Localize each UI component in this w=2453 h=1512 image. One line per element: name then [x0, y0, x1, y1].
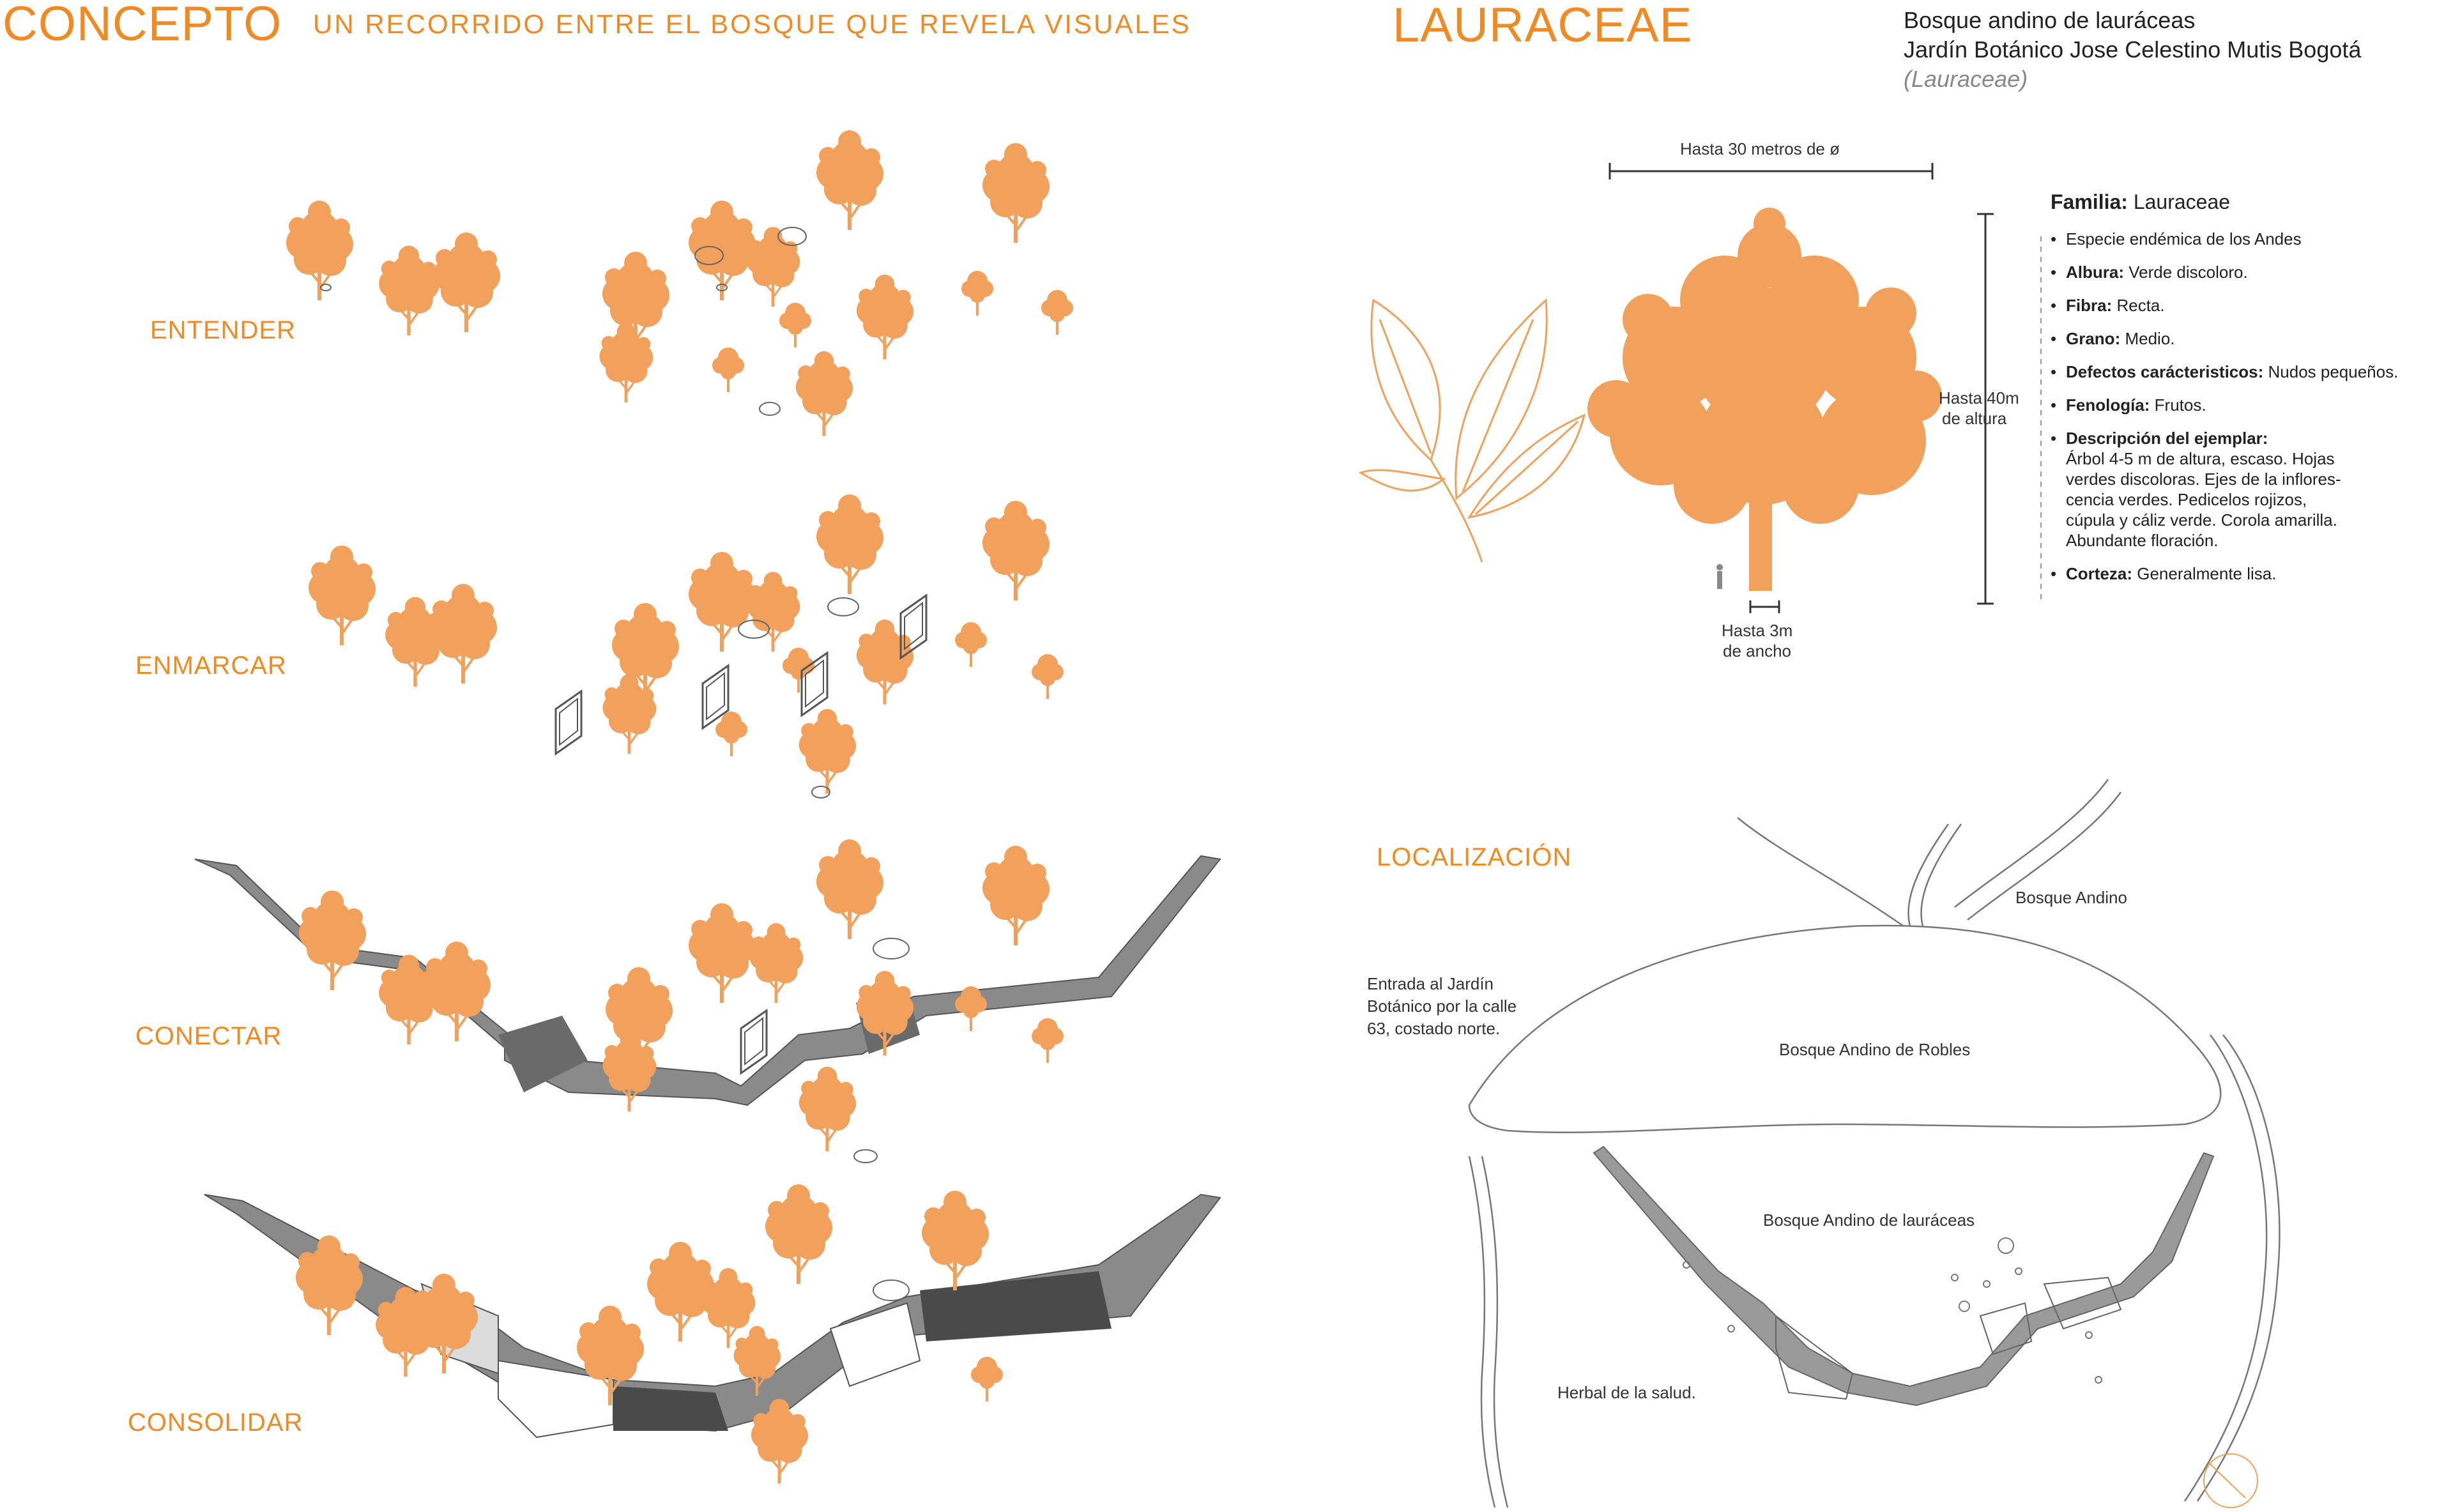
- map-label-robles: Bosque Andino de Robles: [1779, 1040, 1971, 1059]
- dimension-lines: [1609, 163, 2042, 613]
- person-scale-figure: [1716, 564, 1723, 589]
- concepto-title: CONCEPTO: [3, 0, 282, 51]
- map-path-structure: [1593, 1145, 2215, 1407]
- localizacion-title: LOCALIZACIÓN: [1377, 843, 1572, 871]
- map-label-entrada-2: Botánico por la calle: [1367, 997, 1517, 1016]
- stage-label-consolidar: CONSOLIDAR: [128, 1409, 303, 1437]
- info-grano: Grano: Medio.: [2051, 328, 2434, 349]
- dim-height-label-2: de altura: [1942, 409, 2007, 428]
- meta-line-3: (Lauraceae): [1904, 66, 2028, 92]
- map-label-entrada-3: 63, costado norte.: [1367, 1019, 1501, 1038]
- info-albura: Albura: Verde discoloro.: [2051, 262, 2434, 282]
- info-defectos: Defectos carácteristicos: Nudos pequeños…: [2051, 362, 2434, 382]
- species-info-list: Familia: Lauraceae Especie endémica de l…: [2051, 192, 2434, 597]
- info-fenologia: Fenología: Frutos.: [2051, 395, 2434, 415]
- map-label-bosque-andino: Bosque Andino: [2015, 888, 2127, 907]
- location-map: [1468, 779, 2281, 1508]
- stage-label-enmarcar: ENMARCAR: [135, 652, 287, 680]
- dim-trunk-label-2: de ancho: [1723, 641, 1791, 661]
- dim-trunk-label-1: Hasta 3m: [1722, 621, 1793, 640]
- north-compass: [2203, 1453, 2258, 1508]
- dim-width-label: Hasta 30 metros de ø: [1680, 139, 1840, 158]
- stage-conectar-diagram: [194, 838, 1221, 1163]
- map-label-entrada-1: Entrada al Jardín: [1367, 974, 1494, 993]
- info-corteza: Corteza: Generalmente lisa.: [2051, 563, 2434, 584]
- map-label-herbal: Herbal de la salud.: [1557, 1383, 1696, 1402]
- stage-label-entender: ENTENDER: [150, 316, 296, 344]
- leaf-illustration: [1358, 298, 1586, 563]
- info-fibra: Fibra: Recta.: [2051, 295, 2434, 316]
- stage-entender-diagram: [285, 129, 1073, 438]
- stage-consolidar-diagram: [204, 1183, 1221, 1485]
- stage-enmarcar-diagram: [307, 493, 1064, 798]
- meta-line-1: Bosque andino de lauráceas: [1904, 7, 2196, 33]
- dim-height-label-1: Hasta 40m: [1939, 388, 2019, 408]
- tree-silhouette: [1587, 208, 1942, 591]
- info-endemic: Especie endémica de los Andes: [2051, 229, 2434, 249]
- lauraceae-title: LAURACEAE: [1393, 0, 1693, 52]
- meta-line-2: Jardín Botánico Jose Celestino Mutis Bog…: [1904, 36, 2362, 63]
- concepto-subtitle: UN RECORRIDO ENTRE EL BOSQUE QUE REVELA …: [313, 9, 1191, 39]
- stage-label-conectar: CONECTAR: [135, 1022, 282, 1050]
- map-label-lauraceas: Bosque Andino de lauráceas: [1763, 1210, 1975, 1230]
- info-familia: Familia: Lauraceae: [2051, 190, 2231, 213]
- info-descripcion: Descripción del ejemplar: Árbol 4-5 m de…: [2051, 428, 2434, 551]
